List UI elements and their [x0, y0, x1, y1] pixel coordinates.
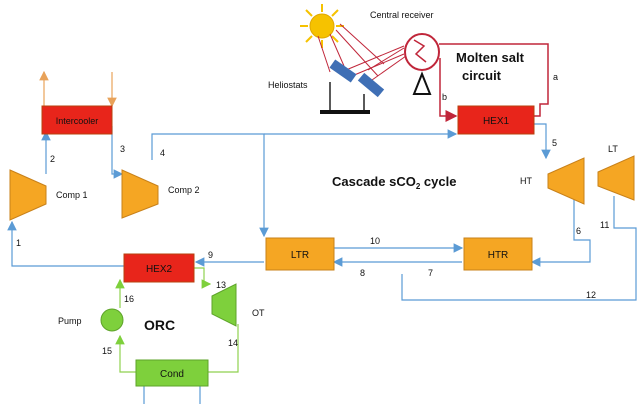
sun-icon [300, 4, 344, 48]
cond-label: Cond [160, 369, 184, 380]
compressor-1 [9, 169, 47, 221]
state-6: 6 [576, 226, 581, 236]
lt-label: LT [608, 144, 618, 154]
comp2-label: Comp 2 [168, 185, 200, 195]
state-15: 15 [102, 346, 112, 356]
intercooler-label: Intercooler [56, 116, 99, 126]
state-4: 4 [160, 148, 165, 158]
state-numbers: 1 2 3 4 5 6 7 8 9 10 11 12 13 14 15 16 [16, 138, 609, 356]
state-2: 2 [50, 154, 55, 164]
compressor-2 [121, 169, 159, 219]
hex1-label: HEX1 [483, 116, 510, 127]
state-3: 3 [120, 144, 125, 154]
molten-salt-title-line2: circuit [462, 68, 502, 83]
molten-salt-title-line1: Molten salt [456, 50, 525, 65]
orc-label: ORC [144, 317, 175, 333]
state-9: 9 [208, 250, 213, 260]
salt-state-b: b [442, 92, 447, 102]
htr-label: HTR [488, 250, 509, 261]
state-5: 5 [552, 138, 557, 148]
hex1-box [457, 105, 535, 135]
ot-turbine [211, 283, 237, 327]
htr-box [463, 237, 533, 271]
state-14: 14 [228, 338, 238, 348]
hex2-label: HEX2 [146, 264, 173, 275]
pump-icon [100, 308, 124, 332]
salt-state-a: a [553, 72, 558, 82]
heliostat-mirrors [320, 59, 385, 114]
receiver-label: Central receiver [370, 10, 434, 20]
ltr-label: LTR [291, 250, 309, 261]
heliostats-label: Heliostats [268, 80, 308, 90]
comp1-label: Comp 1 [56, 190, 88, 200]
central-receiver [404, 33, 440, 95]
co2-piping [7, 123, 637, 301]
cond-box [135, 359, 209, 387]
state-8: 8 [360, 268, 365, 278]
hex2-box [123, 253, 195, 283]
state-16: 16 [124, 294, 134, 304]
lt-turbine [597, 155, 635, 201]
state-10: 10 [370, 236, 380, 246]
state-12: 12 [586, 290, 596, 300]
orc-piping [115, 267, 239, 373]
sun-rays [317, 23, 407, 81]
intercooler-coolant [39, 70, 117, 108]
ot-label: OT [252, 308, 265, 318]
cycle-title: Cascade sCO2 cycle [332, 174, 456, 191]
condenser-cooling [143, 384, 201, 404]
ht-label: HT [520, 176, 532, 186]
state-13: 13 [216, 280, 226, 290]
ltr-box [265, 237, 335, 271]
pump-label: Pump [58, 316, 82, 326]
state-11: 11 [600, 220, 609, 230]
state-7: 7 [428, 268, 433, 278]
intercooler-box [41, 105, 113, 135]
molten-salt-loop [439, 43, 549, 122]
ht-turbine [547, 157, 585, 205]
state-1: 1 [16, 238, 21, 248]
